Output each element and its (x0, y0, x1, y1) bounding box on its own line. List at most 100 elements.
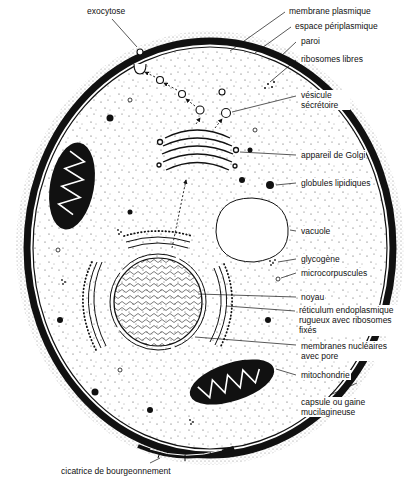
part-label: ribosomes libres (300, 54, 364, 64)
bud-scar (158, 452, 212, 461)
transport-arrows (215, 119, 222, 128)
transport-arrows (145, 72, 222, 248)
microcorpuscles (56, 98, 280, 372)
bud-scar (138, 446, 234, 461)
plasma-membrane (33, 47, 387, 449)
free-ribosomes (267, 83, 269, 85)
lipid-globules (57, 115, 274, 414)
bud-scar (138, 446, 234, 457)
free-ribosomes (271, 86, 273, 88)
lipid-globules (266, 181, 274, 189)
glycogen (189, 419, 191, 421)
microcorpuscles (253, 128, 257, 132)
golgi-apparatus (163, 138, 232, 146)
microcorpuscles (118, 368, 122, 372)
free-ribosomes (273, 81, 275, 83)
mitochondria (43, 139, 280, 414)
lipid-globules (147, 407, 153, 413)
free-ribosomes (264, 87, 266, 89)
secretory-vesicles (222, 109, 231, 118)
part-label: vacuole (300, 226, 331, 236)
rough-endoplasmic-reticulum (94, 262, 106, 346)
transport-arrows (196, 118, 200, 124)
rough-endoplasmic-reticulum (124, 231, 192, 236)
leader-lines (240, 152, 296, 155)
part-label: appareil de Golgi (300, 150, 366, 160)
golgi-apparatus (234, 148, 239, 153)
microcorpuscles (128, 98, 132, 102)
exocytosis (134, 49, 146, 74)
secretory-vesicles (157, 77, 231, 118)
leader-lines (270, 60, 296, 82)
rough-endoplasmic-reticulum (126, 237, 190, 242)
exocytosis (137, 49, 143, 55)
part-label: globules lipidiques (300, 178, 371, 188)
golgi-apparatus (157, 130, 239, 170)
nucleus (114, 258, 202, 346)
part-label: vésicule sécrétoire (300, 90, 350, 110)
microcorpuscles (56, 248, 60, 252)
capsule-halo (16, 31, 404, 465)
part-label: exocytose (86, 6, 126, 16)
leader-lines (276, 369, 296, 375)
leader-lines (255, 27, 291, 53)
glycogen (272, 262, 274, 264)
free-ribosomes (264, 81, 275, 89)
glycogen (117, 229, 119, 231)
glycogen (120, 231, 122, 233)
vacuole (216, 198, 288, 262)
golgi-apparatus (163, 154, 232, 162)
exocytosis (134, 64, 146, 74)
glycogen (62, 283, 64, 285)
part-label: réticulum endoplasmique rugueux avec rib… (298, 305, 412, 336)
part-label: cicatrice de bourgeonnement (60, 466, 172, 476)
secretory-vesicles (157, 77, 164, 84)
golgi-apparatus (166, 163, 229, 171)
mitochondria (43, 139, 102, 233)
rough-endoplasmic-reticulum (88, 262, 101, 348)
vacuole (216, 198, 288, 262)
lipid-globules (92, 389, 99, 396)
microcorpuscles (276, 277, 280, 281)
plasma-membrane (33, 47, 387, 449)
nucleus (110, 254, 206, 350)
rough-endoplasmic-reticulum (215, 266, 227, 345)
glycogen (269, 260, 271, 262)
part-label: membrane plasmique (288, 6, 372, 16)
leader-lines (281, 273, 296, 278)
part-label: noyau (300, 292, 325, 302)
mitochondria (57, 151, 87, 216)
glycogen (192, 421, 194, 423)
golgi-apparatus (157, 163, 161, 167)
lipid-globules (57, 317, 63, 323)
part-label: mitochondrie (300, 370, 351, 380)
transport-arrows (145, 72, 155, 77)
part-label: glycogène (300, 254, 341, 264)
leader-lines (226, 306, 295, 311)
mitochondria (197, 365, 263, 400)
cell-wall (27, 41, 393, 455)
part-label: membranes nucléaires avec pore (300, 341, 402, 361)
part-label: microcorpuscules (300, 268, 368, 278)
golgi-apparatus (162, 146, 233, 154)
leader-lines (276, 183, 296, 185)
leader-lines (112, 12, 357, 463)
transport-arrows (164, 83, 177, 90)
lipid-globules (128, 210, 133, 215)
secretory-vesicles (196, 106, 204, 114)
glycogen (270, 264, 272, 266)
part-label: espace périplasmique (294, 21, 379, 31)
glycogen (61, 279, 63, 281)
leader-lines (112, 19, 137, 47)
glycogen (61, 229, 276, 425)
leader-lines (195, 337, 296, 345)
glycogen (118, 233, 120, 235)
lipid-globules (239, 177, 245, 183)
glycogen (274, 259, 276, 261)
rough-endoplasmic-reticulum (83, 231, 232, 350)
golgi-apparatus (158, 140, 163, 145)
rough-endoplasmic-reticulum (210, 268, 221, 342)
cell-wall (27, 41, 393, 455)
leader-lines (290, 230, 296, 231)
